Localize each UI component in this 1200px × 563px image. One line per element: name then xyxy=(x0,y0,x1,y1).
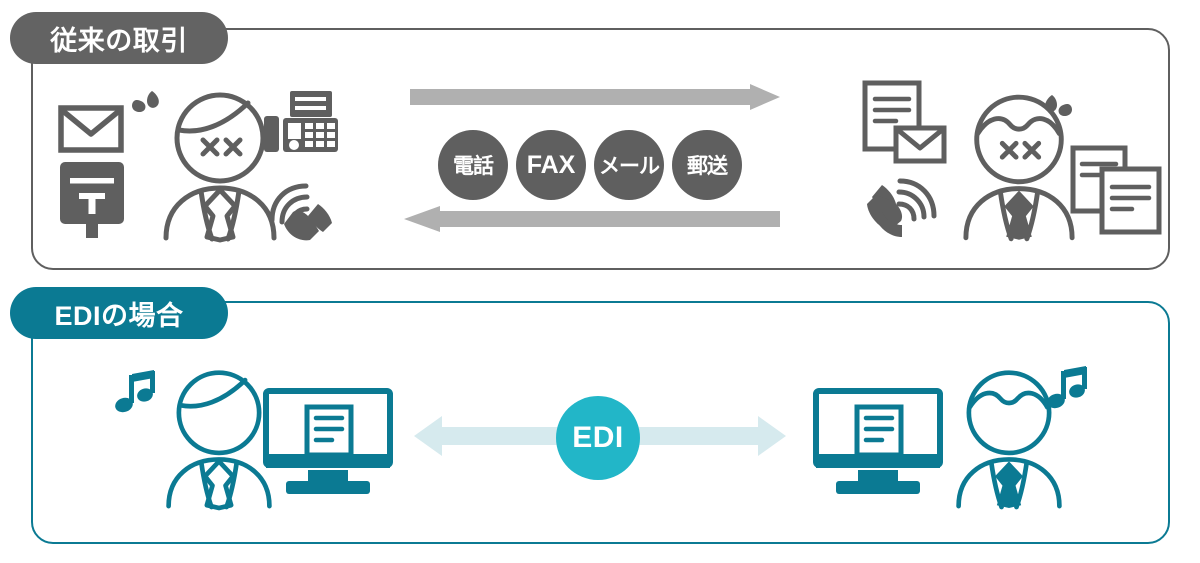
ringing-phone-handset-icon xyxy=(860,175,940,248)
legacy-panel-title: 従来の取引 xyxy=(50,25,188,56)
edi-hub-badge[interactable]: EDI xyxy=(556,396,640,480)
method-fax-label: FAX xyxy=(526,150,576,179)
method-telephone[interactable]: 電話 xyxy=(438,130,508,200)
method-email-label: メール xyxy=(599,155,660,178)
postbox-icon xyxy=(58,160,126,243)
sweat-drops-icon xyxy=(128,88,168,125)
edi-hub-label: EDI xyxy=(572,421,624,454)
stressed-person-icon xyxy=(960,92,1078,245)
envelope-icon xyxy=(58,105,124,158)
stressed-person-icon xyxy=(160,90,280,245)
method-telephone-label: 電話 xyxy=(453,155,494,178)
method-fax[interactable]: FAX xyxy=(516,130,586,200)
method-email[interactable]: メール xyxy=(594,130,664,200)
edi-panel-title-badge: EDIの場合 xyxy=(10,287,228,339)
arrow-right-top xyxy=(410,84,780,110)
happy-person-icon xyxy=(160,368,278,513)
ringing-phone-icon xyxy=(266,180,340,251)
monitor-document-icon xyxy=(812,388,944,503)
document-stack-icon xyxy=(1070,145,1162,240)
music-note-icon xyxy=(114,370,162,423)
method-postal-mail[interactable]: 郵送 xyxy=(672,130,742,200)
arrow-left-bottom xyxy=(404,206,780,232)
music-note-icon xyxy=(1046,366,1094,419)
legacy-panel-title-badge: 従来の取引 xyxy=(10,12,228,64)
fax-machine-icon xyxy=(263,88,339,167)
happy-person-icon xyxy=(950,368,1068,513)
edi-panel-title: EDIの場合 xyxy=(54,300,184,331)
document-with-envelope-icon xyxy=(862,80,948,169)
monitor-document-icon xyxy=(262,388,394,503)
method-postal-mail-label: 郵送 xyxy=(687,155,728,178)
communication-method-badges: 電話 FAX メール 郵送 xyxy=(438,130,742,200)
